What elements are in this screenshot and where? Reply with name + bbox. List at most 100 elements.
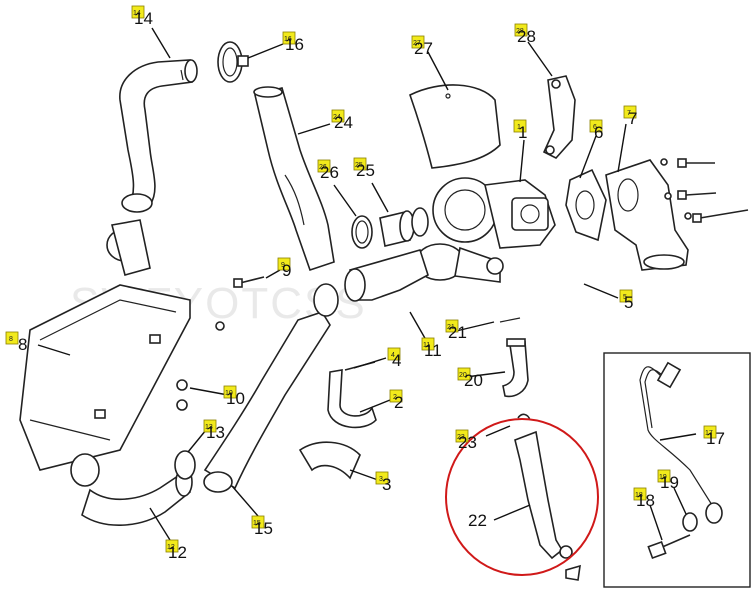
callout-17: 17 17 [703, 425, 725, 448]
part-6-gasket [565, 168, 607, 242]
svg-text:20: 20 [459, 372, 467, 379]
svg-text:9: 9 [282, 261, 291, 280]
part-22-coolant-hose [514, 413, 581, 581]
svg-text:7: 7 [628, 109, 637, 128]
svg-text:1: 1 [517, 124, 521, 131]
part-12-lower-hose [81, 467, 193, 526]
part-25-coupler [379, 207, 429, 247]
svg-text:25: 25 [356, 161, 375, 180]
svg-text:28: 28 [517, 27, 536, 46]
callout-4: 4 4 [387, 347, 401, 370]
callout-23: 23 23 [455, 429, 477, 452]
callout-27: 27 27 [411, 35, 433, 58]
svg-text:17: 17 [706, 429, 725, 448]
svg-text:20: 20 [464, 371, 483, 390]
callout-15: 15 15 [251, 515, 273, 538]
svg-text:15: 15 [254, 519, 273, 538]
svg-text:21: 21 [447, 324, 455, 331]
part-9-bolt [233, 276, 265, 288]
svg-text:27: 27 [413, 40, 421, 47]
svg-text:7: 7 [627, 110, 631, 117]
svg-text:2: 2 [394, 393, 403, 412]
callout-14: 14 14 [131, 5, 153, 28]
svg-text:3: 3 [382, 475, 391, 494]
svg-text:18: 18 [636, 491, 655, 510]
svg-text:11: 11 [423, 342, 430, 349]
svg-text:26: 26 [320, 163, 339, 182]
callout-26: 26 26 [317, 159, 339, 182]
part-7-exhaust-elbow [605, 159, 689, 271]
part-14-upper-hose [119, 59, 198, 213]
svg-text:23: 23 [457, 434, 465, 441]
svg-text:4: 4 [392, 351, 401, 370]
svg-text:25: 25 [355, 162, 363, 169]
svg-text:19: 19 [660, 473, 679, 492]
svg-text:22: 22 [468, 511, 487, 530]
svg-text:28: 28 [516, 28, 524, 35]
svg-text:1: 1 [518, 123, 527, 142]
part-16-hose-clamp [217, 41, 249, 83]
callout-5: 5 5 [619, 289, 633, 312]
svg-text:6: 6 [593, 124, 597, 131]
svg-text:14: 14 [134, 9, 153, 28]
callout-8: 8 8 [5, 331, 27, 354]
part-11-turbo-pipe [319, 249, 429, 302]
svg-text:4: 4 [391, 352, 395, 359]
part-27-heat-shield [409, 84, 501, 169]
svg-text:8: 8 [18, 335, 27, 354]
part-19-washer [682, 512, 698, 532]
callout-1: 1 1 [513, 119, 527, 142]
svg-text:12: 12 [167, 544, 175, 551]
leader-lines [37, 27, 697, 541]
part-1-turbocharger [415, 177, 556, 283]
part-2-bracket [327, 369, 377, 429]
svg-text:5: 5 [623, 294, 627, 301]
callout-20: 20 20 [457, 367, 483, 390]
callout-18: 18 18 [633, 487, 655, 510]
svg-text:16: 16 [284, 36, 292, 43]
callout-24: 24 24 [331, 109, 353, 132]
callout-16: 16 16 [282, 31, 304, 54]
svg-text:11: 11 [424, 341, 442, 360]
highlight-circle [445, 418, 599, 576]
callout-11: 11 11 [421, 337, 442, 360]
part-26-clamp [351, 215, 373, 249]
inset-box [603, 352, 751, 588]
svg-text:24: 24 [334, 113, 353, 132]
part-17-oil-feed-line [639, 361, 723, 524]
part-13-clamp [174, 450, 196, 480]
part-15-lower-pipe [203, 283, 339, 493]
svg-text:19: 19 [659, 474, 667, 481]
svg-text:10: 10 [226, 389, 245, 408]
svg-text:6: 6 [594, 123, 603, 142]
callout-3: 3 3 [375, 471, 391, 494]
svg-text:3: 3 [379, 476, 383, 483]
part-21-fitting [499, 317, 521, 323]
svg-text:13: 13 [205, 424, 213, 431]
callout-7: 7 7 [623, 105, 637, 128]
svg-text:5: 5 [624, 293, 633, 312]
svg-text:16: 16 [285, 35, 304, 54]
svg-text:13: 13 [206, 423, 225, 442]
callout-13: 13 13 [203, 419, 225, 442]
callout-21: 21 21 [445, 319, 467, 342]
svg-text:24: 24 [333, 114, 341, 121]
part-18-banjo-bolt [647, 534, 691, 560]
svg-text:27: 27 [414, 39, 433, 58]
svg-text:18: 18 [635, 492, 643, 499]
svg-text:23: 23 [458, 433, 477, 452]
svg-text:2: 2 [393, 394, 397, 401]
bolts-set [660, 158, 749, 223]
callout-10: 10 10 [223, 385, 245, 408]
callout-19: 19 19 [657, 469, 679, 492]
svg-text:14: 14 [133, 10, 141, 17]
svg-text:9: 9 [281, 262, 285, 269]
callout-22: 22 [468, 511, 487, 530]
part-3-mount [298, 441, 361, 480]
callout-25: 25 25 [353, 157, 375, 180]
callout-9: 9 9 [277, 257, 291, 280]
svg-text:21: 21 [448, 323, 467, 342]
svg-text:8: 8 [9, 336, 13, 343]
